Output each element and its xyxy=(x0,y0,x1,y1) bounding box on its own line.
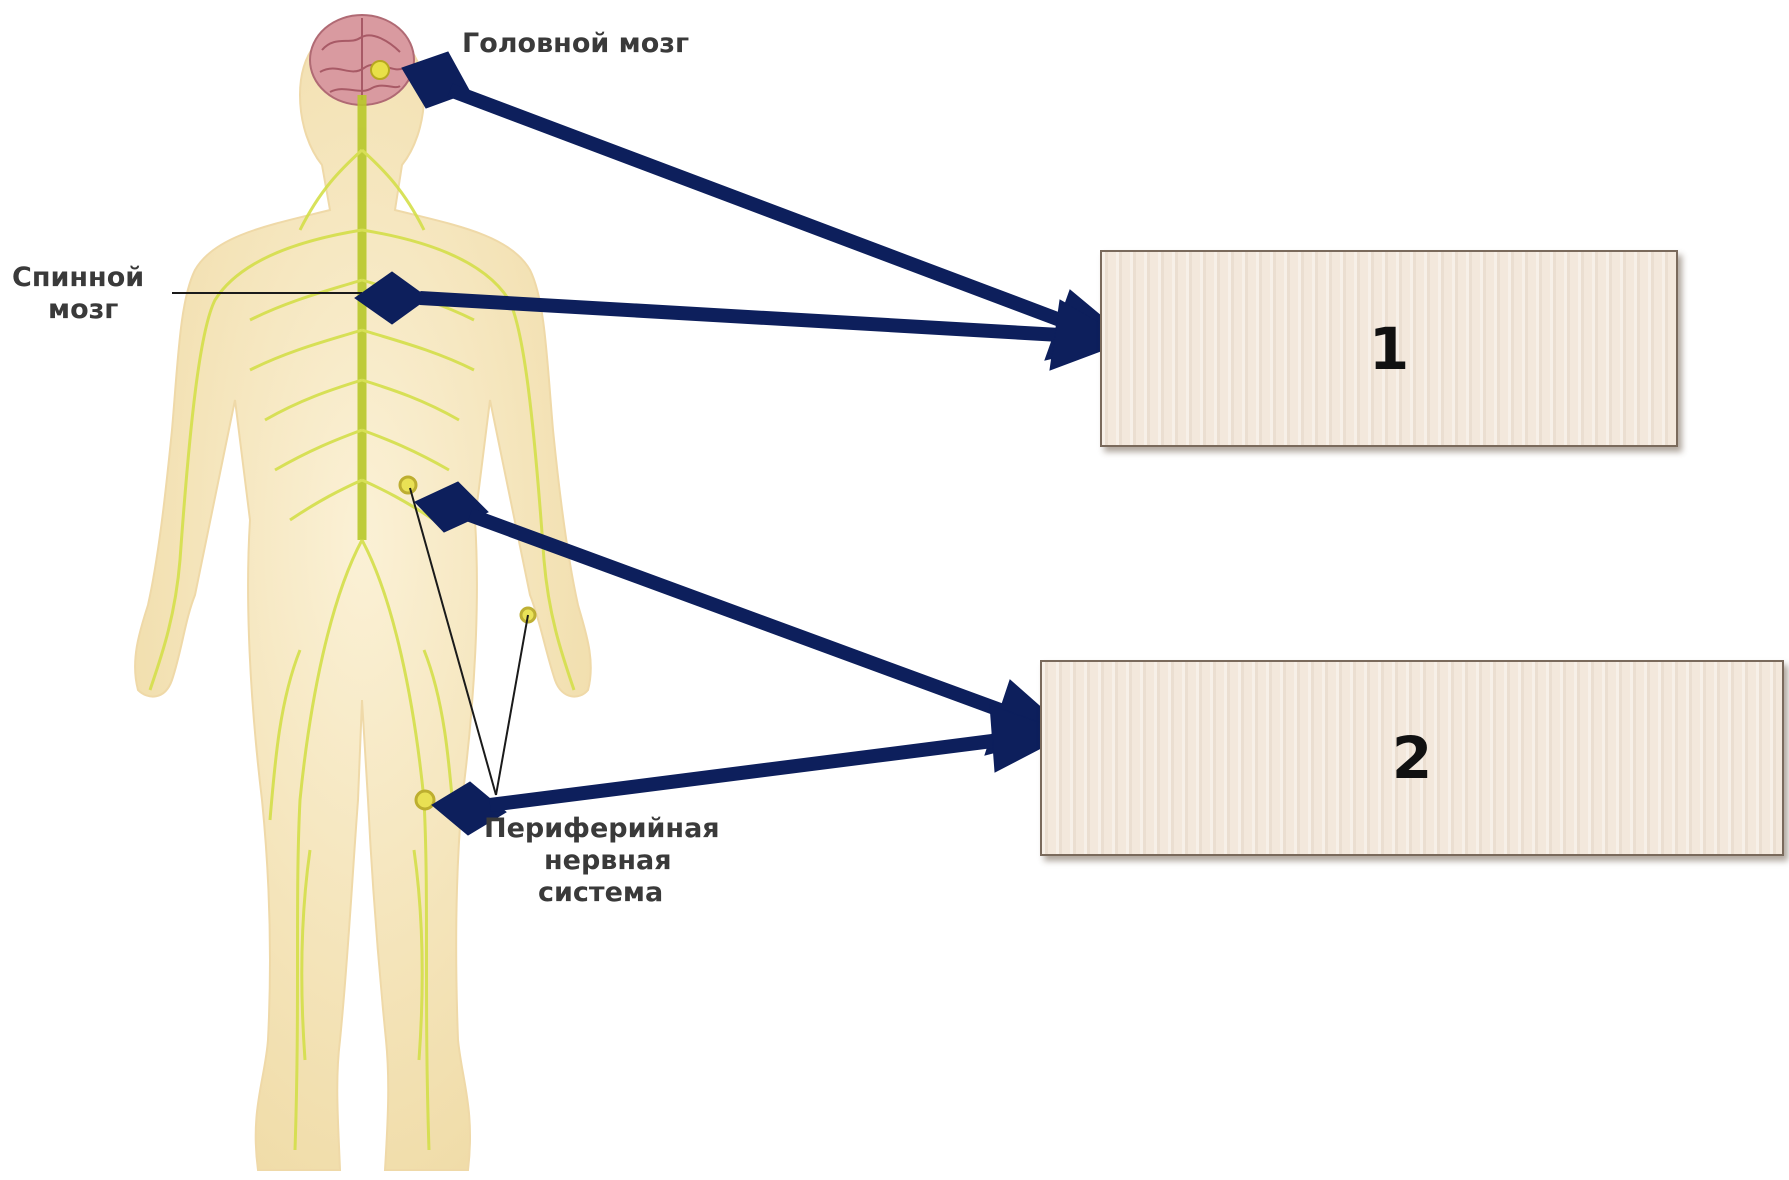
label-spinal-cord-line1: Спинной xyxy=(12,262,144,294)
answer-box-2-number: 2 xyxy=(1392,724,1432,792)
arrow-peripheral-lower-shaft xyxy=(490,740,1000,805)
label-brain: Головной мозг xyxy=(462,28,689,60)
label-spinal-cord-line2: мозг xyxy=(48,294,118,326)
label-peripheral-line1: Периферийная xyxy=(484,813,720,845)
answer-box-1[interactable]: 1 xyxy=(1100,250,1678,447)
label-peripheral-line3: система xyxy=(538,877,663,909)
label-peripheral-line2: нервная xyxy=(544,845,672,877)
arrow-brain-shaft xyxy=(450,90,1060,320)
answer-box-1-number: 1 xyxy=(1369,315,1409,383)
answer-box-2[interactable]: 2 xyxy=(1040,660,1784,856)
brain-illustration xyxy=(310,15,414,105)
